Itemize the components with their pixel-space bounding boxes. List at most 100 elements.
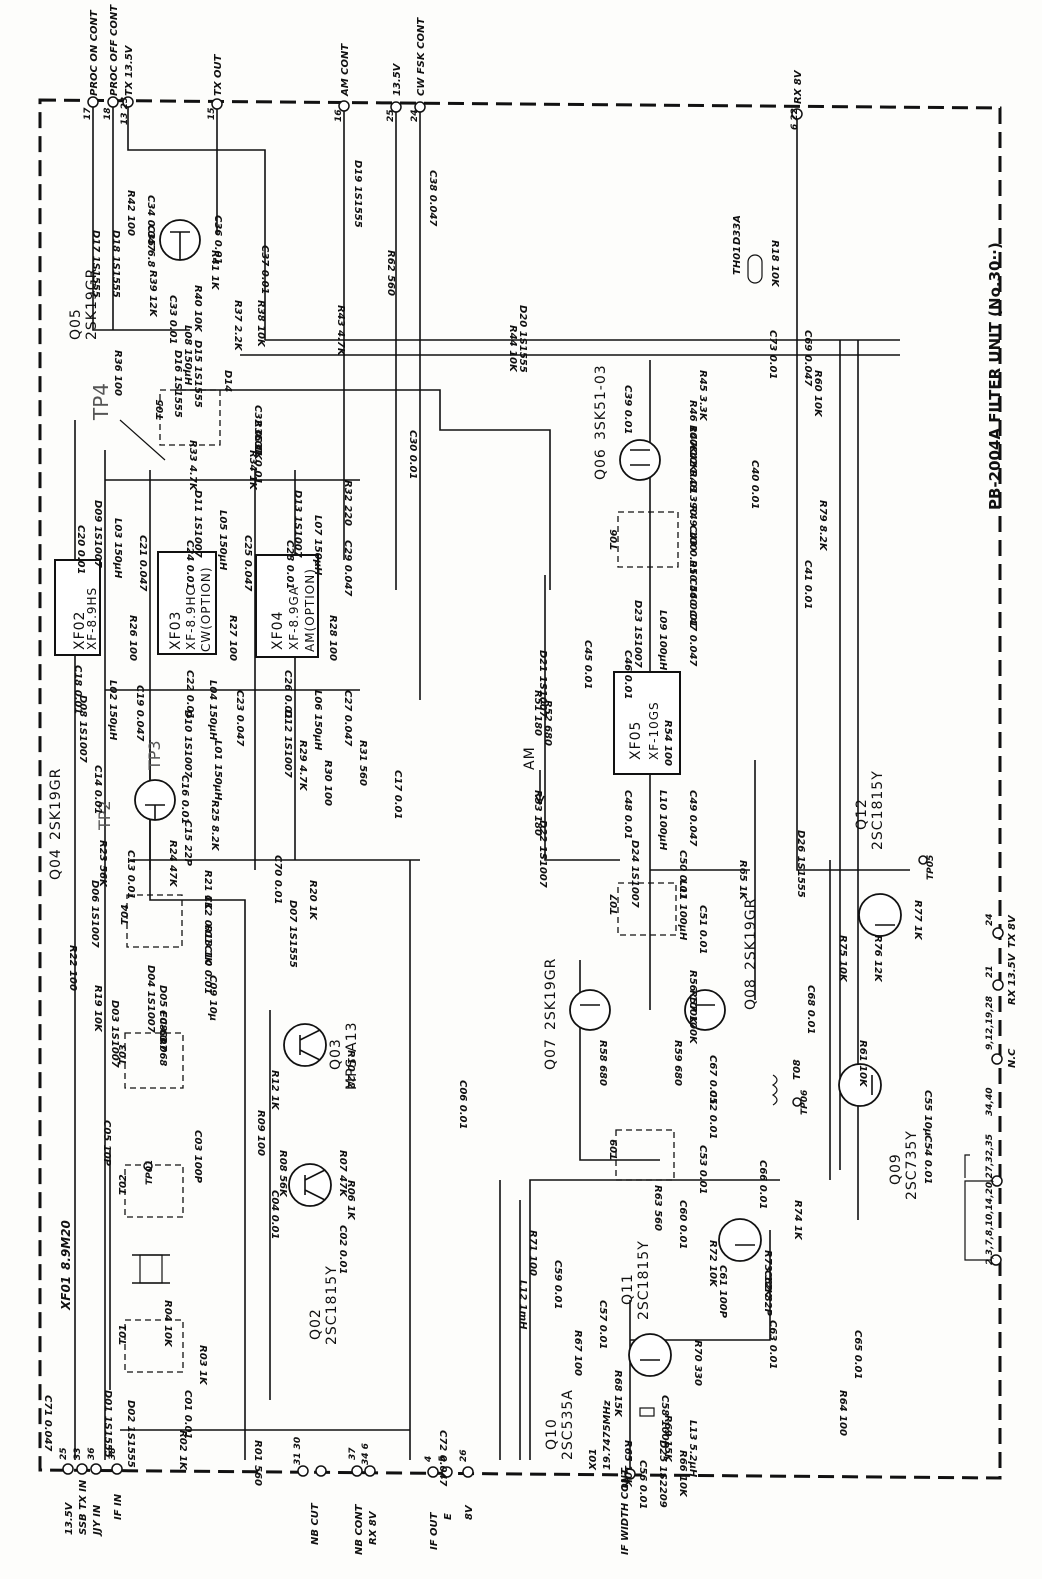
right-connectors <box>964 927 1004 1266</box>
component-label-r65b: R65 10K <box>622 1440 633 1488</box>
component-label-r28: R28 100 <box>327 615 338 661</box>
component-label-r56: R56 100K <box>687 970 698 1025</box>
pin-num: 34 6 <box>361 1443 371 1465</box>
component-label-c17: C17 0.01 <box>392 770 403 819</box>
component-label-d09: D09 1S1007 <box>92 500 103 568</box>
component-label-r52: R52 680 <box>542 700 553 746</box>
component-label-c51: C51 0.01 <box>697 905 708 954</box>
component-label-c57: C57 0.01 <box>597 1300 608 1349</box>
component-label-r31: R31 560 <box>357 740 368 786</box>
transistor-q06 <box>619 439 661 481</box>
component-label-r38: R38 10K <box>255 300 266 348</box>
component-label-c59: C59 0.01 <box>552 1260 563 1309</box>
q11-type: 2SC1815Y <box>636 1240 652 1320</box>
pin-num: 38 <box>108 1447 118 1460</box>
xf04-type: XF-8.9GA <box>287 586 301 650</box>
label-proc-on: PROC ON CONT <box>89 9 100 96</box>
component-label-c48: C48 0.01 <box>622 790 633 839</box>
pin-num: 21 <box>985 965 995 978</box>
component-label-c40: C40 0.01 <box>749 460 760 509</box>
pin-num: 5 <box>438 1456 448 1462</box>
pin-num: 4 <box>424 1456 434 1463</box>
xf01-ref: XF01 <box>59 1276 73 1311</box>
schematic-title: PB-2004A FILTER UNIT (No.30··) <box>986 242 1004 510</box>
transistor-q05 <box>159 219 201 261</box>
component-label-d14: D14 <box>222 370 233 392</box>
component-label-c03: C03 100P <box>192 1130 203 1184</box>
component-label-r75: R75 10K <box>837 935 848 983</box>
t06-ref: T06 <box>609 529 620 550</box>
transformer-t08 <box>771 1074 778 1106</box>
component-label-c12: C12 0.01 <box>202 895 213 944</box>
pin-num: 31 30 <box>293 1437 303 1465</box>
component-label-c37: C37 0.01 <box>259 245 270 294</box>
board-outline <box>38 98 1002 1480</box>
component-label-c20: C20 0.01 <box>75 525 86 574</box>
q11-ref: Q11 <box>620 1273 636 1305</box>
transformer-t03 <box>124 1032 184 1089</box>
component-label-r29: R29 4.7K <box>297 740 308 792</box>
component-label-l05: L05 150μH <box>217 510 228 571</box>
component-label-r02: R02 1K <box>177 1430 188 1471</box>
component-label-r74: R74 1K <box>792 1200 803 1241</box>
component-label-r58: R58 680 <box>597 1040 608 1086</box>
handwritten-tp3: TP3 <box>145 740 164 771</box>
q09-ref: Q09 <box>888 1153 904 1185</box>
component-label-r26: R26 100 <box>127 615 138 661</box>
component-label-c49: C49 0.047 <box>687 790 698 846</box>
component-label-r42: R42 100 <box>125 190 136 236</box>
component-label-r54: R54 100 <box>662 720 673 766</box>
filter-xf04: XF04 XF-8.9GA AM(OPTION) <box>255 554 319 658</box>
component-label-c54: C54 0.01 <box>922 1135 933 1184</box>
component-label-c50: C50 0.01 <box>677 850 688 899</box>
component-label-r24: R24 47K <box>167 840 178 888</box>
component-label-r07: R07 47K <box>337 1150 348 1198</box>
transistor-q09 <box>838 1063 882 1107</box>
component-label-r36: R36 100 <box>112 350 123 396</box>
tp05-label: TP05 <box>926 855 936 880</box>
component-label-r08: R08 56K <box>277 1150 288 1198</box>
crystal-filter-xf01 <box>132 1254 170 1284</box>
component-label-r44: R44 10K <box>507 325 518 373</box>
transistor-q02 <box>288 1163 332 1207</box>
component-label-r35: R35 1K <box>252 420 263 461</box>
xf02-ref: XF02 <box>72 611 88 650</box>
component-label-c45: C45 0.01 <box>582 640 593 689</box>
component-label-d06: D06 1S1007 <box>89 880 100 948</box>
component-label-d17: D17 1S1555 <box>90 230 101 298</box>
component-label-l10: L10 100μH <box>657 790 668 851</box>
component-label-c14: C14 0.01 <box>92 765 103 814</box>
transistor-q04 <box>134 779 176 821</box>
pin-num: 2,3,7,8,10,14,20,27,32,35 <box>985 1134 995 1265</box>
label-nc: N.C <box>1007 1048 1018 1068</box>
x01-freq: 19.7475MHz <box>602 1400 613 1470</box>
component-label-c32: C32 0.01 <box>252 405 263 454</box>
component-label-c72: C72 0.047 <box>437 1430 448 1486</box>
component-label-d18: D18 1S1555 <box>110 230 121 298</box>
thermistor-th01 <box>747 254 763 284</box>
component-label-r49: R49 100 <box>687 505 698 551</box>
component-label-c21: C21 0.047 <box>137 535 148 591</box>
transistor-q03 <box>283 1023 327 1067</box>
transformer-t07 <box>617 882 677 936</box>
component-label-c46: C46 0.01 <box>622 650 633 699</box>
transformer-t05 <box>159 389 221 446</box>
component-label-d19: D19 1S1555 <box>352 160 363 228</box>
label-13v-top: 13.5V <box>392 62 403 96</box>
q04-ref: Q04 <box>48 848 64 880</box>
transistor-q11 <box>628 1333 672 1377</box>
component-label-c27: C27 0.047 <box>342 690 353 746</box>
component-label-d15: D15 1S1555 <box>192 340 203 408</box>
component-label-c04: C04 0.01 <box>269 1190 280 1239</box>
component-label-l03: L03 150μH <box>112 518 123 579</box>
pin-num: 37 <box>348 1447 358 1460</box>
transistor-q08 <box>684 989 726 1031</box>
component-label-r79: R79 8.2K <box>817 500 828 552</box>
component-label-r27: R27 100 <box>227 615 238 661</box>
pin-num: 33 <box>73 1447 83 1460</box>
transistor-q12 <box>858 893 902 937</box>
component-label-r23: R23 56K <box>97 840 108 888</box>
component-label-d08: D08 1S1007 <box>77 695 88 763</box>
component-label-r67: R67 100 <box>572 1330 583 1376</box>
xf05-ref: XF05 <box>628 721 644 760</box>
